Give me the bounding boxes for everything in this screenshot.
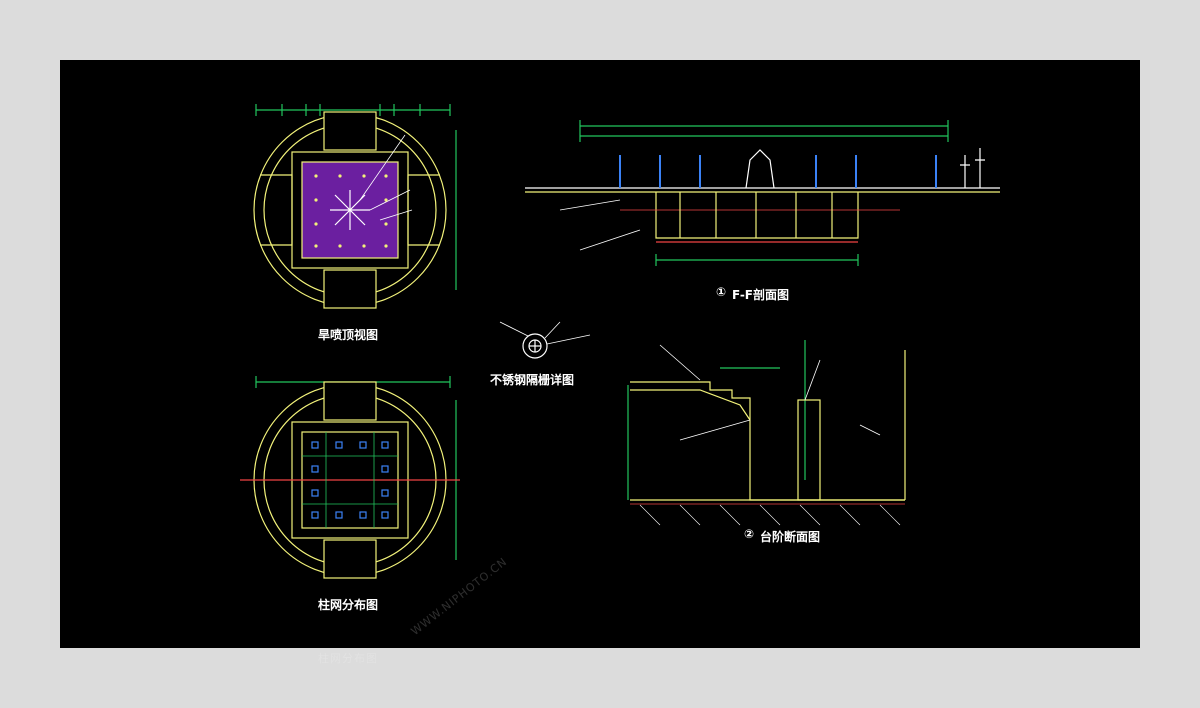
column-grid-plan [240,376,460,579]
top-view-plan [253,104,457,309]
section-ff-drawing [525,120,1000,266]
step-section-number: ② [744,527,755,541]
column-grid-title: 柱网分布图 [318,598,379,612]
step-section-drawing [627,340,906,526]
section-ff-number: ① [716,285,727,299]
watermark-caption: 柱网分布图 [318,652,378,665]
section-ff-title: F-F剖面图 [732,288,790,302]
nozzle-dots [314,174,388,248]
grille-detail [499,321,591,359]
step-section-title: 台阶断面图 [760,530,821,544]
grille-detail-title: 不锈钢隔栅详图 [490,373,575,387]
cad-drawing-canvas: 旱喷顶视图 柱网分布图 不锈钢隔栅详图 ① F-F剖面图 ② 台阶断面图 WWW… [60,60,1140,648]
cad-drawing-sheet [240,104,1000,579]
top-view-title: 旱喷顶视图 [318,328,379,342]
column-markers [311,441,389,519]
